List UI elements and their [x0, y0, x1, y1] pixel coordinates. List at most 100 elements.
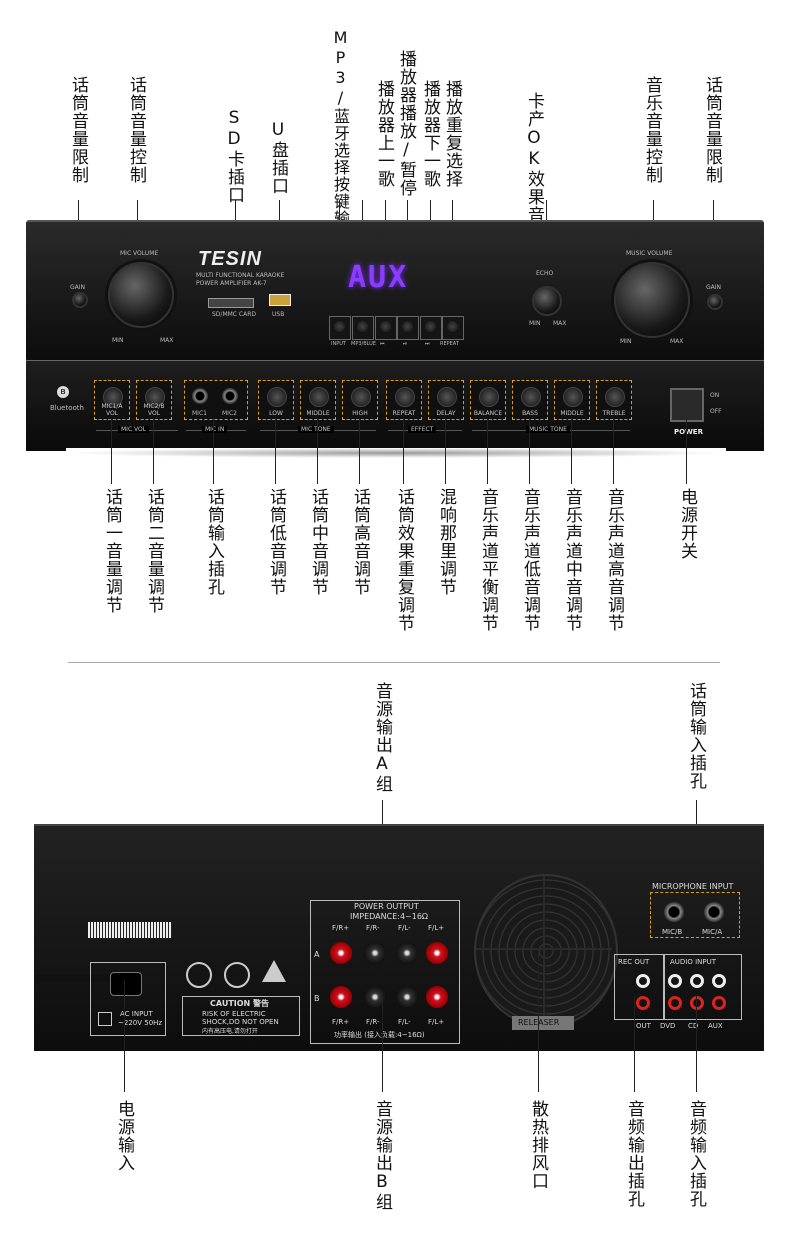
terminal-a-fl-plus[interactable] [426, 942, 448, 964]
label-echo: 卡产OK效果音量控制 [524, 92, 544, 278]
effect-delay-button[interactable]: DELAY [428, 380, 464, 420]
rec-out-left-jack[interactable] [636, 974, 650, 988]
label-audio-in: 音频输入插孔 [686, 1100, 706, 1208]
releaser-plate [512, 1016, 574, 1030]
mic-gain-left-knob[interactable] [72, 292, 88, 308]
usb-port[interactable] [269, 294, 291, 306]
music-treble-button[interactable]: TREBLE [596, 380, 632, 420]
mic2-jack[interactable] [222, 388, 238, 404]
mp3-blue-button[interactable] [352, 316, 374, 340]
ac-input-text-2: ~220V 50Hz [118, 1019, 163, 1027]
display-screen: AUX [348, 260, 409, 295]
rec-out-title: REC OUT [618, 958, 650, 966]
terminal-a-fl-minus[interactable] [396, 942, 418, 964]
on-text: ON [710, 392, 720, 399]
music-min-text: MIN [620, 338, 632, 345]
terminal-a-fr-plus[interactable] [330, 942, 352, 964]
leader-line [445, 418, 446, 484]
play-button-label: ⏭ [425, 341, 430, 347]
front-panel-shadow [66, 448, 726, 458]
mic-a-text: MIC/A [702, 928, 723, 936]
terminal-b-fr-minus[interactable] [364, 986, 386, 1008]
music-volume-knob[interactable] [614, 262, 690, 338]
terminal-b-fr-plus[interactable] [330, 986, 352, 1008]
terminal-label: F/L- [398, 1018, 411, 1026]
terminal-b-fl-plus[interactable] [426, 986, 448, 1008]
leader-line [317, 418, 318, 484]
mic1-vol-button[interactable]: MIC1/A VOL [94, 380, 130, 420]
group-mic-tone: MIC TONE [298, 426, 334, 433]
audio-input-title: AUDIO INPUT [670, 958, 717, 966]
mic1-jack-label: MIC1 [192, 410, 207, 417]
echo-knob[interactable] [532, 286, 562, 316]
label-mic-in: 话筒输入插孔 [204, 488, 224, 596]
mic-middle-button[interactable]: MIDDLE [300, 380, 336, 420]
terminal-label: F/R+ [332, 1018, 350, 1026]
label-mic-high: 话筒高音调节 [350, 488, 370, 596]
music-balance-button[interactable]: BALANCE [470, 380, 506, 420]
power-inlet[interactable] [110, 972, 142, 996]
mic2-vol-button[interactable]: MIC2/B VOL [136, 380, 172, 420]
play-button-label: ⏮ [380, 341, 385, 347]
power-cord [34, 974, 124, 982]
mic-min-text: MIN [112, 337, 124, 344]
microphone-input-box [650, 892, 740, 938]
input-label-cd: CD [688, 1022, 699, 1030]
dvd-left-jack[interactable] [668, 974, 682, 988]
mic-gain-right-knob[interactable] [707, 294, 723, 310]
mic-volume-knob[interactable] [108, 262, 174, 328]
input-label-aux: AUX [708, 1022, 723, 1030]
dvd-right-jack[interactable] [668, 996, 682, 1010]
label-repeat: 播放重复选择 [442, 80, 462, 188]
gain-left-text: GAIN [70, 284, 86, 291]
power-switch[interactable] [670, 388, 704, 422]
sd-card-slot[interactable] [208, 298, 254, 308]
echo-min-text: MIN [529, 320, 541, 327]
label-fan: 散热排风口 [528, 1100, 548, 1190]
aux-left-jack[interactable] [712, 974, 726, 988]
certification-icon [186, 962, 212, 988]
terminal-a-fr-minus[interactable] [364, 942, 386, 964]
impedance-text: IMPEDANCE:4~16Ω [350, 912, 429, 921]
play-button-label: INPUT [331, 341, 346, 347]
leader-line [213, 418, 214, 484]
terminal-label: F/R- [366, 1018, 380, 1026]
leader-line [275, 418, 276, 484]
input-button[interactable] [329, 316, 351, 340]
aux-right-jack[interactable] [712, 996, 726, 1010]
power-output-title: POWER OUTPUT [354, 902, 419, 911]
label-output-a: 音源输出A组 [372, 682, 392, 793]
rec-out-right-jack[interactable] [636, 996, 650, 1010]
label-music-volume: 音乐音量控制 [642, 76, 662, 184]
music-volume-text: MUSIC VOLUME [626, 250, 673, 257]
effect-repeat-button[interactable]: REPEAT [386, 380, 422, 420]
cd-left-jack[interactable] [690, 974, 704, 988]
input-label-dvd: DVD [660, 1022, 676, 1030]
cd-right-jack[interactable] [690, 996, 704, 1010]
prev-button[interactable] [375, 316, 397, 340]
terminal-label: F/L+ [428, 924, 445, 932]
music-middle-button[interactable]: MIDDLE [554, 380, 590, 420]
label-rec-out: 音频输出插孔 [624, 1100, 644, 1208]
caution-line-3: 内有高压电,请勿打开 [202, 1028, 258, 1035]
mic-low-button[interactable]: LOW [258, 380, 294, 420]
ground-icon [98, 1012, 112, 1026]
mic-b-jack[interactable] [664, 902, 684, 922]
leader-line [696, 996, 697, 1092]
input-label-out: OUT [636, 1022, 651, 1030]
mic-high-button[interactable]: HIGH [342, 380, 378, 420]
terminal-b-fl-minus[interactable] [396, 986, 418, 1008]
power-output-cn: 功率输出 (接入负载:4~16Ω) [334, 1031, 425, 1039]
label-mic-gain-right: 话筒音量限制 [702, 76, 722, 184]
mic-a-jack[interactable] [704, 902, 724, 922]
terminal-label: F/R+ [332, 924, 350, 932]
music-bass-button[interactable]: BASS [512, 380, 548, 420]
next-button[interactable] [420, 316, 442, 340]
model-line-2: POWER AMPLIFIER AK-7 [196, 280, 267, 287]
mic1-jack[interactable] [192, 388, 208, 404]
repeat-button[interactable] [442, 316, 464, 340]
play-pause-button[interactable] [397, 316, 419, 340]
mic-volume-text: MIC VOLUME [120, 250, 159, 257]
section-divider [68, 662, 720, 663]
label-mic-volume: 话筒音量控制 [126, 76, 146, 184]
